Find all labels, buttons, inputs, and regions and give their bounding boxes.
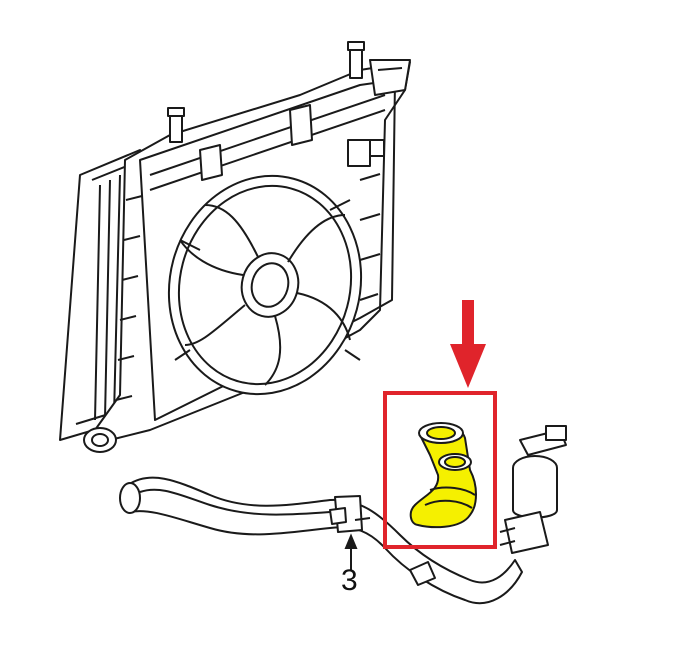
hose-clamp <box>329 495 371 533</box>
callout-leader <box>344 533 358 570</box>
thermostat-housing <box>499 425 567 554</box>
highlight-box <box>383 391 497 549</box>
callout-label-3: 3 <box>341 564 358 597</box>
radiator-outlet <box>83 427 117 453</box>
fan-blades <box>179 204 351 386</box>
highlighted-hose-part <box>409 422 477 529</box>
pointer-arrow <box>450 300 486 388</box>
radiator-fan-assembly <box>59 41 411 453</box>
top-post-right <box>349 47 363 79</box>
lower-radiator-hose <box>119 476 523 605</box>
